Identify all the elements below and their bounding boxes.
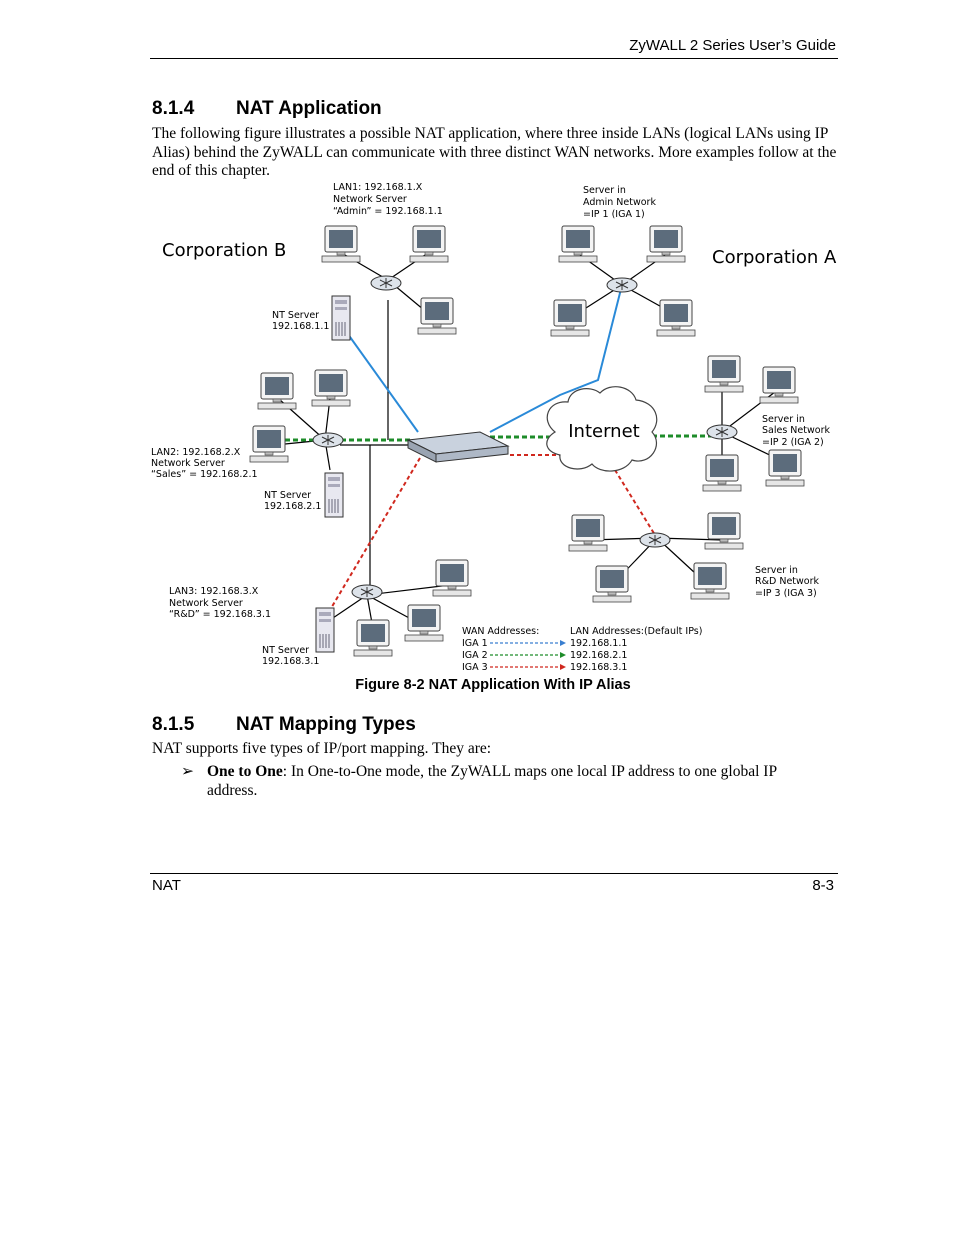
- sales-hub: [706, 424, 738, 440]
- svg-text:192.168.3.1: 192.168.3.1: [262, 656, 319, 667]
- svg-text:=IP 3 (IGA 3): =IP 3 (IGA 3): [755, 588, 817, 599]
- footer-page-number: 8-3: [812, 877, 834, 894]
- svg-text:Network Server: Network Server: [151, 458, 225, 469]
- svg-text:=IP 2 (IGA 2): =IP 2 (IGA 2): [762, 437, 824, 448]
- iga3-links: [329, 454, 656, 611]
- legend-lan-2: 192.168.2.1: [570, 650, 627, 661]
- svg-text:Admin Network: Admin Network: [583, 197, 656, 208]
- section-body: NAT supports five types of IP/port mappi…: [152, 740, 492, 757]
- section-title: NAT Application: [236, 98, 382, 119]
- legend-lan-1: 192.168.1.1: [570, 638, 627, 649]
- legend-lan-header: LAN Addresses:(Default IPs): [570, 626, 702, 637]
- section-title: NAT Mapping Types: [236, 714, 416, 735]
- svg-text:LAN3: 192.168.3.X: LAN3: 192.168.3.X: [169, 586, 259, 597]
- section-number: 8.1.5: [152, 714, 195, 735]
- corporation-a-label: Corporation A: [712, 247, 837, 268]
- lan2-label: LAN2: 192.168.2.X Network Server “Sales”…: [151, 447, 258, 480]
- rd-network-label: Server in R&D Network =IP 3 (IGA 3): [755, 565, 820, 599]
- page-header: ZyWALL 2 Series User’s Guide: [150, 36, 838, 59]
- bullet-text: One to One: In One-to-One mode, the ZyWA…: [207, 763, 807, 800]
- admin-network-label: Server in Admin Network =IP 1 (IGA 1): [583, 185, 656, 220]
- nt-server-1: [331, 295, 351, 341]
- internet-cloud: Internet: [546, 386, 658, 472]
- svg-text:=IP 1 (IGA 1): =IP 1 (IGA 1): [583, 209, 645, 220]
- nt-server-3-label: NT Server 192.168.3.1: [262, 645, 319, 667]
- nt-server-2-label: NT Server 192.168.2.1: [264, 490, 321, 512]
- address-legend: WAN Addresses: LAN Addresses:(Default IP…: [462, 626, 702, 673]
- zywall-device: [406, 431, 510, 463]
- lan3-computers: [353, 559, 472, 657]
- iga2-links: [285, 434, 718, 442]
- bullet-description: : In One-to-One mode, the ZyWALL maps on…: [207, 763, 777, 799]
- lan3-label: LAN3: 192.168.3.X Network Server “R&D” =…: [169, 586, 271, 620]
- section-heading-nat-application: 8.1.4 NAT Application: [152, 98, 382, 120]
- svg-text:R&D Network: R&D Network: [755, 576, 820, 587]
- legend-wan-3: IGA 3: [462, 662, 488, 673]
- svg-text:LAN2: 192.168.2.X: LAN2: 192.168.2.X: [151, 447, 241, 458]
- sales-network-label: Server in Sales Network =IP 2 (IGA 2): [762, 414, 830, 448]
- legend-wan-2: IGA 2: [462, 650, 488, 661]
- footer-chapter: NAT: [152, 877, 181, 894]
- section-number: 8.1.4: [152, 98, 195, 119]
- svg-text:“Sales” = 192.168.2.1: “Sales” = 192.168.2.1: [151, 469, 258, 480]
- lan3-hub: [351, 584, 383, 600]
- corporation-b-label: Corporation B: [162, 240, 286, 261]
- svg-text:NT Server: NT Server: [262, 645, 309, 656]
- iga1-links: [344, 284, 623, 433]
- svg-text:“Admin” = 192.168.1.1: “Admin” = 192.168.1.1: [333, 206, 443, 217]
- svg-text:NT Server: NT Server: [264, 490, 311, 501]
- admin-hub: [606, 277, 638, 293]
- legend-wan-header: WAN Addresses:: [462, 626, 539, 637]
- bullet-marker: ➢: [181, 763, 194, 780]
- rd-computers: [568, 512, 744, 603]
- internet-label: Internet: [568, 421, 639, 442]
- svg-text:Network Server: Network Server: [169, 598, 243, 609]
- lan2-hub: [312, 432, 344, 448]
- nt-server-3: [315, 607, 335, 653]
- nt-server-2: [324, 472, 344, 518]
- svg-text:Server in: Server in: [755, 565, 798, 576]
- lan1-hub: [370, 275, 402, 291]
- nt-server-1-label: NT Server 192.168.1.1: [272, 310, 329, 332]
- svg-text:Server in: Server in: [583, 185, 626, 196]
- page-footer: NAT 8-3: [150, 873, 838, 894]
- legend-wan-1: IGA 1: [462, 638, 488, 649]
- bullet-term: One to One: [207, 763, 283, 780]
- svg-text:Network Server: Network Server: [333, 194, 407, 205]
- svg-text:“R&D” = 192.168.3.1: “R&D” = 192.168.3.1: [169, 609, 271, 620]
- svg-text:LAN1: 192.168.1.X: LAN1: 192.168.1.X: [333, 182, 423, 193]
- lan2-computers: [249, 369, 351, 463]
- rd-hub: [639, 532, 671, 548]
- header-title: ZyWALL 2 Series User’s Guide: [629, 37, 836, 54]
- svg-text:Sales Network: Sales Network: [762, 425, 830, 436]
- svg-text:NT Server: NT Server: [272, 310, 319, 321]
- svg-text:192.168.1.1: 192.168.1.1: [272, 321, 329, 332]
- section-body: The following figure illustrates a possi…: [152, 125, 837, 179]
- figure-caption: Figure 8-2 NAT Application With IP Alias: [355, 677, 631, 693]
- nat-application-diagram: Internet Corporation B Corporation A LAN…: [151, 182, 837, 673]
- svg-text:192.168.2.1: 192.168.2.1: [264, 501, 321, 512]
- lan1-label: LAN1: 192.168.1.X Network Server “Admin”…: [333, 182, 443, 217]
- section-heading-nat-mapping-types: 8.1.5 NAT Mapping Types: [152, 714, 416, 736]
- svg-text:Server in: Server in: [762, 414, 805, 425]
- legend-lan-3: 192.168.3.1: [570, 662, 627, 673]
